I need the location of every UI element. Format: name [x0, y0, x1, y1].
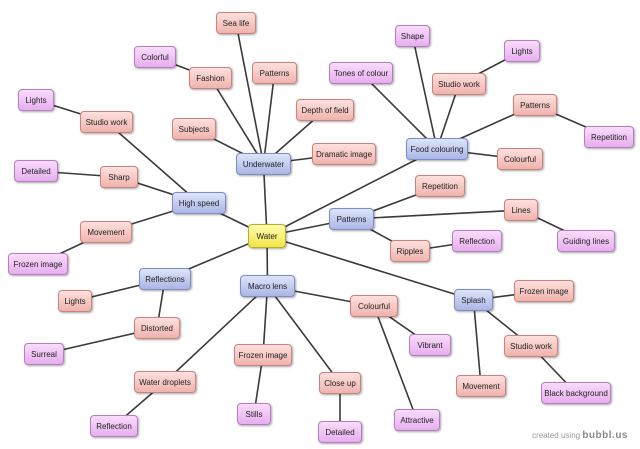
node-guiding-lines[interactable]: Guiding lines: [557, 230, 615, 252]
node-reflections[interactable]: Reflections: [139, 268, 191, 290]
node-colourful-food[interactable]: Colourful: [497, 148, 543, 170]
node-frozen-image-splash[interactable]: Frozen image: [514, 280, 574, 302]
node-colorful[interactable]: Colorful: [134, 46, 176, 68]
node-macro-lens[interactable]: Macro lens: [240, 275, 295, 297]
node-movement-splash[interactable]: Movement: [456, 375, 506, 397]
connector-underwater-fashion: [209, 77, 265, 165]
node-underwater[interactable]: Underwater: [236, 153, 291, 175]
node-fashion[interactable]: Fashion: [189, 67, 232, 89]
node-repetition-patterns[interactable]: Repetition: [415, 175, 465, 197]
node-tones-of-colour[interactable]: Tones of colour: [329, 62, 393, 84]
node-high-speed[interactable]: High speed: [172, 192, 226, 214]
node-patterns-underwater[interactable]: Patterns: [252, 62, 297, 84]
node-frozen-image-macro[interactable]: Frozen image: [234, 344, 292, 366]
connector-food_colouring-shape: [411, 35, 438, 150]
node-detailed-speed[interactable]: Detailed: [14, 160, 58, 182]
node-surreal[interactable]: Surreal: [24, 343, 64, 365]
node-studio-work-splash[interactable]: Studio work: [504, 335, 558, 357]
connector-patterns-lines: [351, 209, 522, 220]
node-attractive[interactable]: Attractive: [394, 409, 440, 431]
node-patterns[interactable]: Patterns: [329, 208, 374, 230]
connector-macro_lens-frozen_image_ml: [262, 285, 269, 356]
node-lights-reflections[interactable]: Lights: [58, 290, 92, 312]
node-ripples[interactable]: Ripples: [390, 240, 430, 262]
node-distorted[interactable]: Distorted: [134, 317, 180, 339]
node-reflection-patterns[interactable]: Reflection: [452, 230, 502, 252]
footer-prefix: created using: [532, 431, 581, 440]
node-studio-work-food[interactable]: Studio work: [432, 73, 486, 95]
node-lights-food[interactable]: Lights: [504, 40, 540, 62]
connector-underwater-patterns_uw: [262, 72, 276, 165]
node-depth-of-field[interactable]: Depth of field: [296, 99, 354, 121]
connector-high_speed-studio_work_hs: [105, 121, 200, 204]
node-black-background[interactable]: Black background: [541, 382, 611, 404]
connector-splash-movement_s: [472, 299, 482, 387]
node-vibrant[interactable]: Vibrant: [409, 334, 451, 356]
connector-water-food_colouring: [266, 148, 438, 237]
footer-brand[interactable]: bubbl.us: [582, 430, 628, 441]
connector-underwater-sea_life: [235, 22, 265, 165]
node-detailed-macro[interactable]: Detailed: [318, 421, 362, 443]
node-splash[interactable]: Splash: [454, 289, 493, 311]
node-studio-work-speed[interactable]: Studio work: [80, 111, 133, 133]
node-lines[interactable]: Lines: [504, 199, 538, 221]
node-close-up[interactable]: Close up: [319, 372, 361, 394]
node-water[interactable]: Water: [248, 224, 286, 248]
connector-water-splash: [266, 235, 474, 301]
node-patterns-food[interactable]: Patterns: [513, 94, 557, 116]
footer-credit: created using bubbl.us: [532, 430, 628, 441]
connector-macro_lens-water_droplets: [164, 285, 269, 383]
node-movement-speed[interactable]: Movement: [80, 221, 132, 243]
node-lights-speed[interactable]: Lights: [18, 89, 54, 111]
node-subjects[interactable]: Subjects: [172, 118, 216, 140]
node-water-droplets[interactable]: Water droplets: [134, 371, 196, 393]
connector-food_colouring-tones_of_colour: [360, 72, 438, 150]
node-reflection-macro[interactable]: Reflection: [90, 415, 138, 437]
connector-colourful_ml-attractive: [373, 305, 418, 421]
node-food-colouring[interactable]: Food colouring: [406, 138, 468, 160]
node-frozen-image-speed[interactable]: Frozen image: [8, 253, 68, 275]
node-colourful-macro[interactable]: Colourful: [350, 295, 398, 317]
node-sharp[interactable]: Sharp: [100, 166, 138, 188]
node-sea-life[interactable]: Sea life: [216, 12, 256, 34]
node-shape[interactable]: Shape: [395, 25, 430, 47]
node-stills[interactable]: Stills: [237, 403, 271, 425]
node-repetition-food[interactable]: Repetition: [584, 126, 634, 148]
connector-macro_lens-close_up: [266, 285, 341, 384]
node-dramatic-image[interactable]: Dramatic image: [312, 143, 376, 165]
